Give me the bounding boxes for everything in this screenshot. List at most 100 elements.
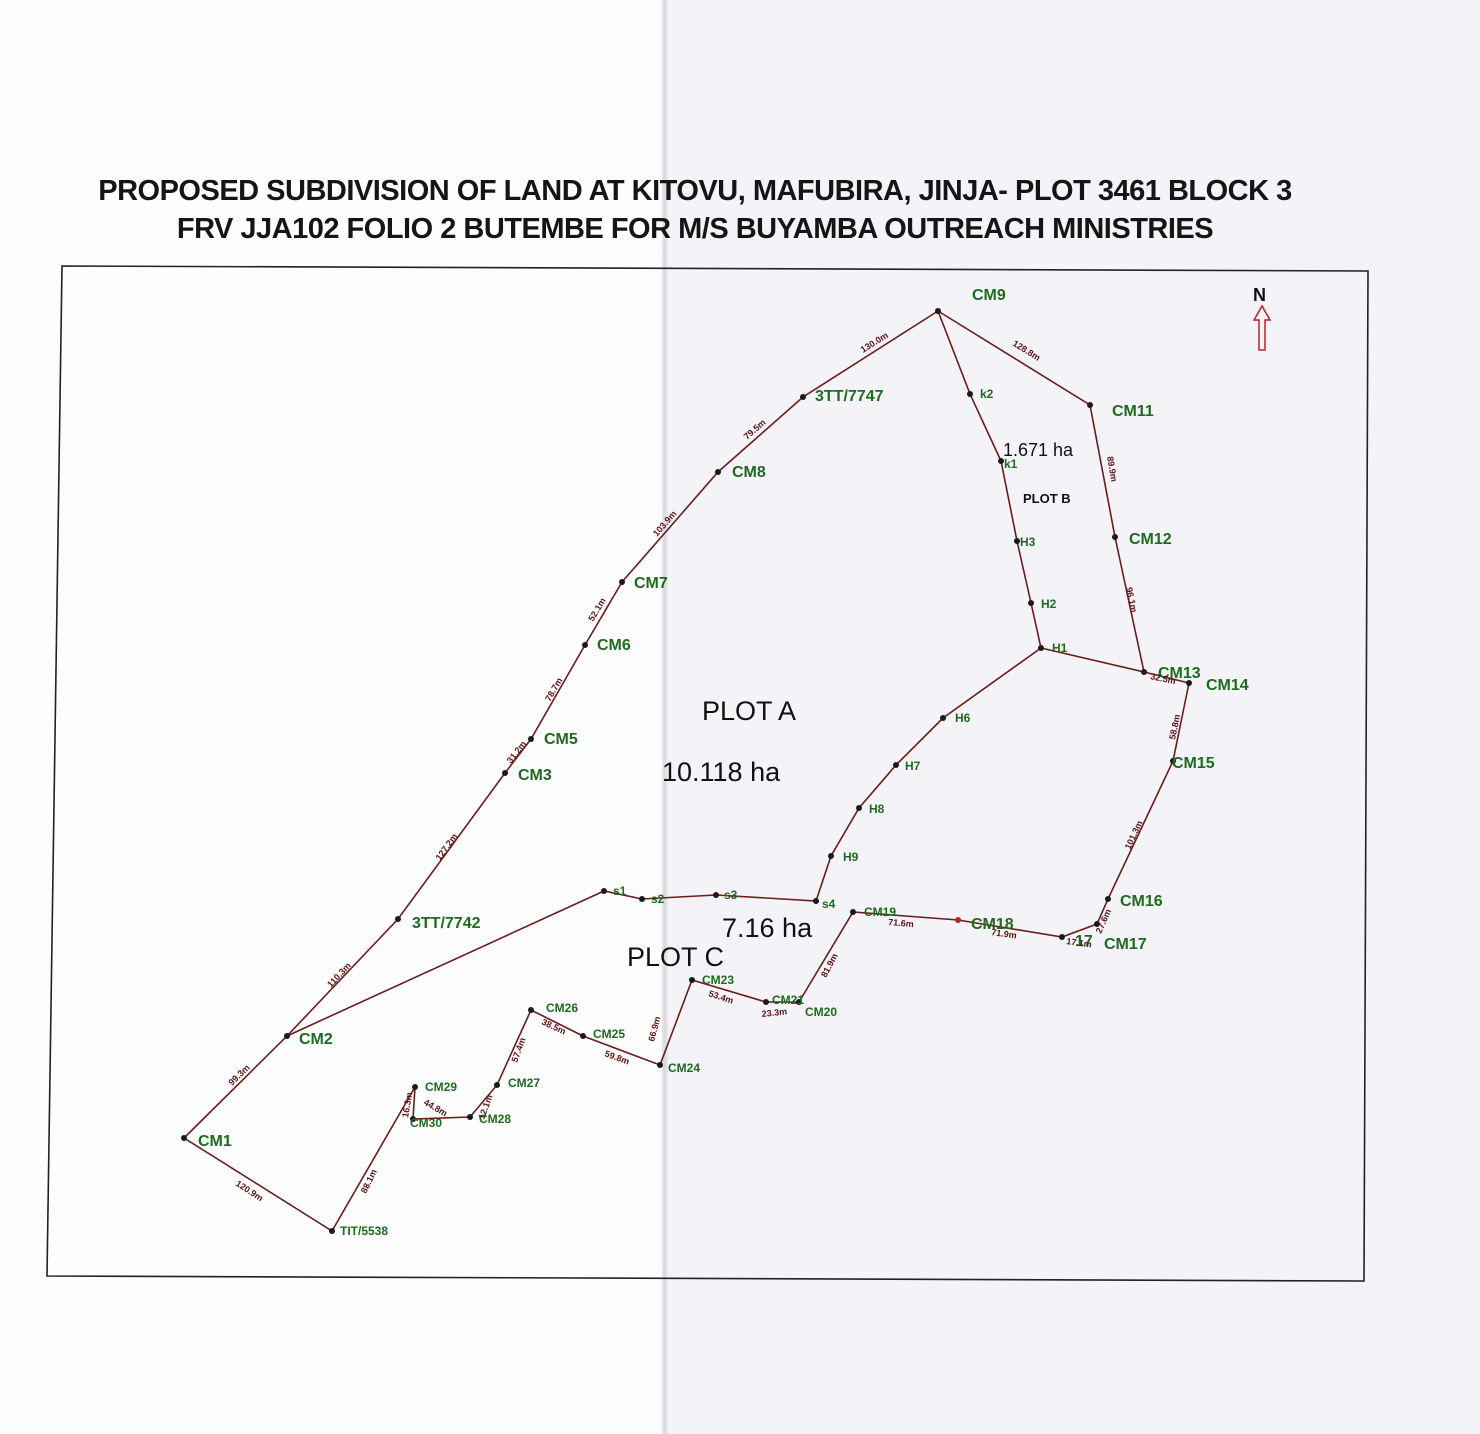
dim-cm15-cm16: 101.3m — [1123, 819, 1145, 851]
dim-cm30-tit5538: 88.1m — [359, 1168, 379, 1195]
dim-cm25-cm26: 38.5m — [540, 1017, 567, 1037]
label-cm3: CM3 — [518, 767, 552, 784]
vertex-3tt7747 — [800, 394, 806, 400]
vertex-cm24 — [657, 1062, 663, 1068]
vertex-cm30 — [410, 1116, 416, 1122]
dim-cm6-cm7: 52.1m — [586, 596, 608, 623]
boundary-plot-a-c — [286, 647, 1042, 1037]
vertex-s4 — [813, 898, 819, 904]
dim-tit5538-cm1: 120.9m — [234, 1178, 265, 1203]
map-frame — [46, 265, 1369, 1282]
vertex-h6 — [940, 715, 946, 721]
label-s3: s3 — [724, 888, 738, 902]
label-h9: H9 — [843, 850, 859, 864]
vertex-cm14 — [1186, 680, 1192, 686]
map-title-line-1: PROPOSED SUBDIVISION OF LAND AT KITOVU, … — [98, 175, 1292, 207]
label-tit5538: TIT/5538 — [340, 1224, 388, 1238]
vertex-cm26 — [528, 1007, 534, 1013]
label-cm23: CM23 — [702, 973, 734, 987]
label-k1: k1 — [1004, 457, 1018, 471]
label-cm27: CM27 — [508, 1076, 540, 1090]
vertex-3tt7742 — [395, 916, 401, 922]
vertex-cm29 — [412, 1084, 418, 1090]
north-label: N — [1253, 285, 1266, 305]
vertex-cm28 — [467, 1114, 473, 1120]
label-h8: H8 — [869, 802, 885, 816]
label-h7: H7 — [905, 759, 921, 773]
dim-cm23-cm24: 66.9m — [646, 1015, 662, 1042]
vertex-k1 — [998, 458, 1004, 464]
label-cm9: CM9 — [972, 287, 1006, 304]
label-cm8: CM8 — [732, 464, 766, 481]
paper-right-sheet — [665, 0, 1480, 1434]
vertex-cm11 — [1087, 402, 1093, 408]
vertex-cm8 — [715, 469, 721, 475]
label-3tt7747: 3TT/7747 — [815, 388, 884, 405]
vertex-h2 — [1028, 600, 1034, 606]
label-cm13: CM13 — [1158, 665, 1201, 682]
dim-17: 17.1m — [1066, 936, 1093, 949]
vertex-h3 — [1014, 538, 1020, 544]
label-k2: k2 — [980, 387, 994, 401]
label-cm1: CM1 — [198, 1133, 232, 1150]
dim-cm8-3tt7747: 79.5m — [742, 417, 768, 441]
vertex-cm18 — [955, 917, 961, 923]
vertex-cm13 — [1141, 669, 1147, 675]
vertex-cm7 — [619, 579, 625, 585]
vertex-cm27 — [494, 1082, 500, 1088]
vertex-cm17 — [1094, 921, 1100, 927]
vertex-cm19 — [850, 909, 856, 915]
vertex-cm3 — [502, 770, 508, 776]
plot-b-name: PLOT B — [1023, 491, 1071, 506]
label-17: 17 — [1075, 933, 1093, 950]
dim-cm12-cm13: 96.1m — [1124, 586, 1139, 613]
vertex-h8 — [856, 805, 862, 811]
dim-3tt7742-cm3: 127.2m — [434, 832, 460, 863]
dim-cm30-cm29: 16.3m — [400, 1091, 414, 1118]
vertex-tit5538 — [329, 1228, 335, 1234]
label-h3: H3 — [1020, 535, 1036, 549]
label-cm7: CM7 — [634, 575, 668, 592]
vertex-k2 — [967, 391, 973, 397]
vertex-cm2 — [284, 1033, 290, 1039]
label-cm6: CM6 — [597, 637, 631, 654]
vertex-cm12 — [1112, 534, 1118, 540]
plot-c-name: PLOT C — [627, 942, 724, 972]
label-s2: s2 — [651, 892, 665, 906]
vertex-cm1 — [181, 1135, 187, 1141]
dim-cm17-cm18: 71.9m — [991, 927, 1018, 940]
dim-cm2-3tt7742: 110.3m — [325, 961, 353, 990]
vertex-s1 — [601, 888, 607, 894]
label-cm28: CM28 — [479, 1112, 511, 1126]
label-h6: H6 — [955, 711, 971, 725]
vertex-cm16 — [1105, 896, 1111, 902]
label-cm2: CM2 — [299, 1031, 333, 1048]
label-3tt7742: 3TT/7742 — [412, 915, 481, 932]
label-cm16: CM16 — [1120, 893, 1163, 910]
label-cm14: CM14 — [1206, 677, 1249, 694]
vertex-s3 — [713, 892, 719, 898]
vertex-s2 — [639, 896, 645, 902]
plot-a-area: 10.118 ha — [662, 757, 781, 787]
dim-cm11-cm12: 89.9m — [1105, 456, 1119, 483]
label-cm5: CM5 — [544, 731, 578, 748]
plot-c-area: 7.16 ha — [722, 913, 813, 943]
label-cm17: CM17 — [1104, 936, 1147, 953]
vertex-17 — [1059, 934, 1065, 940]
paper-fold — [662, 0, 668, 1434]
vertex-cm25 — [580, 1033, 586, 1039]
label-cm15: CM15 — [1172, 755, 1215, 772]
vertex-cm23 — [689, 977, 695, 983]
dim-cm3-cm5: 31.2m — [505, 739, 529, 765]
plot-b-area: 1.671 ha — [1003, 440, 1074, 460]
dim-cm26-cm27: 57.4m — [509, 1036, 527, 1063]
map-title-line-2: FRV JJA102 FOLIO 2 BUTEMBE FOR M/S BUYAM… — [176, 213, 1214, 245]
label-cm25: CM25 — [593, 1027, 625, 1041]
label-h2: H2 — [1041, 597, 1057, 611]
vertex-cm21 — [763, 999, 769, 1005]
vertex-h9 — [828, 853, 834, 859]
boundary-plot-a-north — [183, 310, 939, 1139]
vertex-cm15 — [1170, 758, 1176, 764]
label-cm29: CM29 — [425, 1080, 457, 1094]
